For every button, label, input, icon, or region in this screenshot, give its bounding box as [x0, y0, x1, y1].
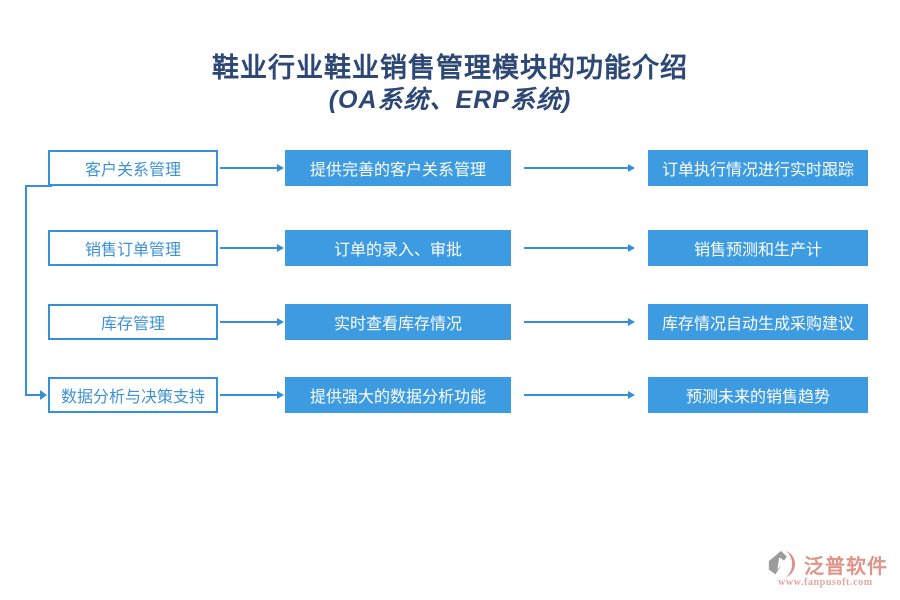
arrow-right-icon: [277, 244, 284, 252]
benefit-box-crm: 订单执行情况进行实时跟踪: [648, 150, 868, 186]
elbow-connector: [25, 185, 52, 400]
benefit-box-sales-order: 销售预测和生产计: [648, 230, 868, 266]
fanpu-logo-icon: [768, 550, 795, 578]
arrow-right-icon: [277, 318, 284, 326]
arrow-right-icon: [628, 244, 635, 252]
feature-box-crm: 提供完善的客户关系管理: [285, 150, 511, 186]
arrow-right-line: [524, 167, 628, 169]
brand-url: www.fanpusoft.com: [778, 577, 873, 588]
title-line-2: (OA系统、ERP系统): [328, 86, 572, 115]
arrow-right-icon: [628, 318, 635, 326]
arrow-right-line: [220, 321, 277, 323]
title-line-1: 鞋业行业鞋业销售管理模块的功能介绍: [212, 53, 688, 83]
arrow-right-line: [220, 394, 277, 396]
arrow-right-line: [220, 247, 277, 249]
category-box-sales-order: 销售订单管理: [48, 230, 218, 266]
arrow-right-icon: [40, 390, 47, 400]
category-box-analytics: 数据分析与决策支持: [48, 377, 218, 413]
page-title: 鞋业行业鞋业销售管理模块的功能介绍 (OA系统、ERP系统): [0, 52, 900, 118]
category-box-inventory: 库存管理: [48, 304, 218, 340]
category-box-crm: 客户关系管理: [48, 150, 218, 186]
brand-footer: 泛普软件 www.fanpusoft.com: [766, 548, 888, 588]
arrow-right-icon: [277, 164, 284, 172]
arrow-right-line: [524, 247, 628, 249]
benefit-box-inventory: 库存情况自动生成采购建议: [648, 304, 868, 340]
arrow-right-icon: [277, 391, 284, 399]
feature-box-sales-order: 订单的录入、审批: [285, 230, 511, 266]
feature-box-inventory: 实时查看库存情况: [285, 304, 511, 340]
arrow-right-icon: [628, 391, 635, 399]
benefit-box-analytics: 预测未来的销售趋势: [648, 377, 868, 413]
arrow-right-line: [524, 394, 628, 396]
arrow-right-line: [220, 167, 277, 169]
arrow-right-line: [524, 321, 628, 323]
feature-box-analytics: 提供强大的数据分析功能: [285, 377, 511, 413]
elbow-connector-line: [25, 185, 52, 396]
arrow-right-icon: [628, 164, 635, 172]
brand-name: 泛普软件: [804, 555, 888, 578]
